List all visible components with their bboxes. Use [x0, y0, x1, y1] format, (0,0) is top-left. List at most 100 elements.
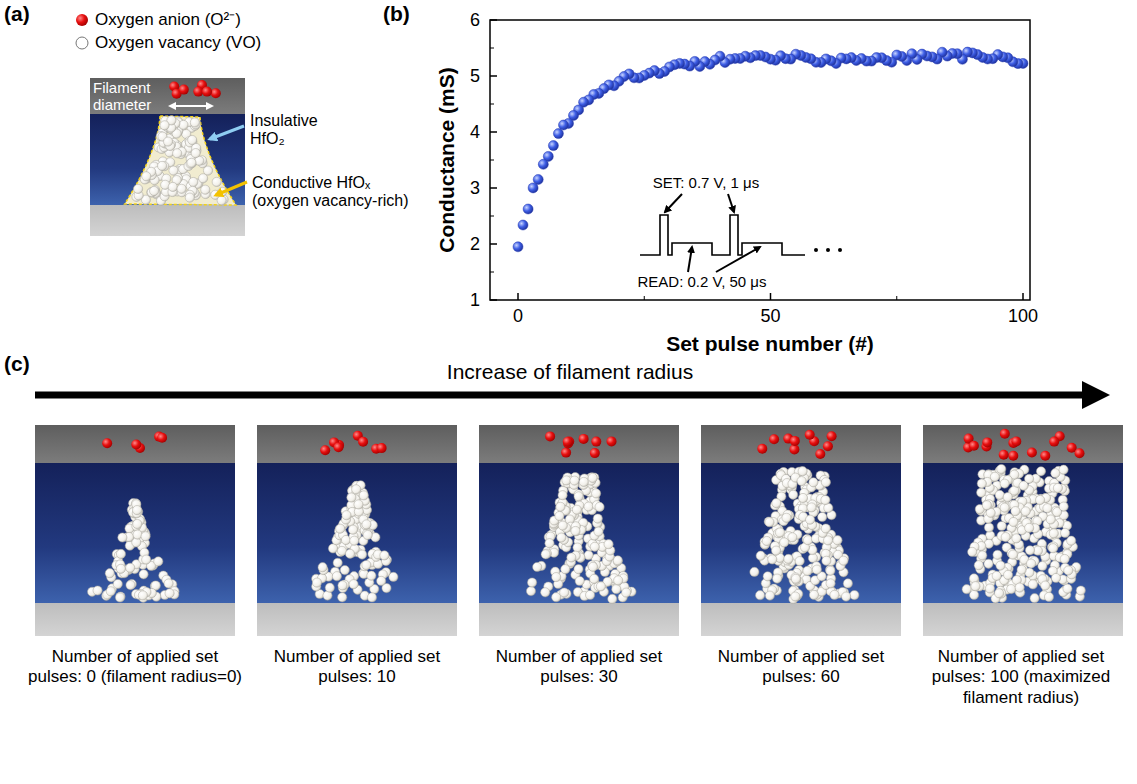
oxygen-vacancy: [570, 476, 579, 485]
oxygen-vacancy: [1051, 573, 1060, 582]
panel-caption: Number of applied set pulses: 100 (maxim…: [909, 647, 1133, 708]
oxygen-vacancy: [1038, 561, 1047, 570]
oxygen-vacancy: [791, 574, 800, 583]
oxygen-vacancy: [165, 589, 174, 598]
oxygen-vacancy: [595, 502, 604, 511]
axis-title: Set pulse number (#): [666, 332, 874, 356]
plot-frame: [490, 20, 1030, 300]
oxygen-vacancy: [795, 557, 804, 566]
oxygen-vacancy: [557, 533, 566, 542]
oxygen-vacancy: [187, 158, 196, 167]
axis-tick-label: 6: [470, 10, 480, 31]
oxygen-vacancy: [765, 591, 774, 600]
oxygen-vacancy: [977, 479, 986, 488]
oxygen-vacancy: [1009, 517, 1018, 526]
oxygen-vacancy: [977, 488, 986, 497]
hfo2-layer: [257, 463, 457, 603]
oxygen-vacancy: [558, 521, 567, 530]
oxygen-vacancy: [833, 536, 842, 545]
oxygen-anion: [823, 441, 833, 451]
oxygen-vacancy: [978, 551, 987, 560]
pointer-arrow: [728, 194, 734, 212]
oxygen-vacancy: [1036, 495, 1045, 504]
device-illustration: [923, 425, 1123, 636]
oxygen-anion: [1049, 437, 1059, 447]
oxygen-vacancy: [590, 574, 599, 583]
axis-title: Conductance (mS): [435, 67, 459, 253]
tick: [517, 293, 519, 300]
filament: [88, 432, 180, 603]
oxygen-vacancy: [349, 580, 358, 589]
oxygen-vacancy: [545, 539, 554, 548]
axis-tick-label: 1: [470, 290, 480, 311]
oxygen-vacancy: [142, 172, 151, 181]
oxygen-vacancy: [850, 591, 859, 600]
oxygen-vacancy: [541, 588, 550, 597]
panel-caption: Number of applied set pulses: 60: [689, 647, 913, 688]
axis-tick-label: 2: [470, 234, 480, 255]
oxygen-vacancy: [1003, 493, 1012, 502]
oxygen-vacancy: [1021, 507, 1030, 516]
oxygen-anion-sample: [76, 14, 88, 26]
ellipsis-dot: [838, 248, 842, 252]
oxygen-vacancy: [377, 576, 386, 585]
leader-arrow: [210, 126, 244, 139]
oxygen-vacancy-sample: [76, 37, 88, 49]
oxygen-vacancy: [560, 588, 569, 597]
oxygen-vacancy: [594, 527, 603, 536]
oxygen-anion: [769, 434, 779, 444]
oxygen-vacancy: [113, 579, 122, 588]
oxygen-vacancy: [1049, 529, 1058, 538]
bottom-electrode: [923, 603, 1123, 636]
oxygen-vacancy: [995, 490, 1004, 499]
oxygen-vacancy: [328, 544, 337, 553]
device-illustration: [701, 425, 901, 636]
oxygen-vacancy: [150, 186, 159, 195]
oxygen-vacancy: [1000, 503, 1009, 512]
oxygen-vacancy: [826, 579, 835, 588]
oxygen-vacancy: [526, 587, 535, 596]
oxygen-anion: [545, 431, 555, 441]
oxygen-vacancy: [177, 184, 186, 193]
oxygen-vacancy: [160, 121, 169, 130]
pointer-arrow: [665, 194, 682, 212]
oxygen-vacancy: [173, 149, 182, 158]
oxygen-anion: [815, 449, 825, 459]
oxygen-vacancy: [992, 571, 1001, 580]
oxygen-anion: [193, 87, 203, 97]
chart: [490, 20, 1030, 300]
hfo2-layer: [479, 463, 679, 603]
oxygen-vacancy: [1025, 546, 1034, 555]
oxygen-vacancy: [168, 182, 177, 191]
tick: [490, 104, 494, 105]
oxygen-vacancy: [354, 500, 363, 509]
oxygen-vacancy: [1000, 479, 1009, 488]
callout-label: Conductive HfOₓ (oxygen vacancy-rich): [252, 174, 422, 211]
oxygen-vacancy: [116, 564, 125, 573]
oxygen-anion: [131, 440, 141, 450]
oxygen-vacancy: [312, 578, 321, 587]
filament-outline: [125, 116, 236, 205]
oxygen-vacancy: [318, 563, 327, 572]
panel-letter: (a): [4, 2, 30, 26]
tick: [490, 272, 494, 273]
oxygen-vacancy: [764, 517, 773, 526]
oxygen-vacancy: [348, 525, 357, 534]
oxygen-vacancy: [363, 530, 372, 539]
pointer-arrow: [688, 247, 692, 272]
oxygen-anion: [563, 437, 573, 447]
oxygen-vacancy: [1019, 481, 1028, 490]
oxygen-anion: [579, 434, 589, 444]
oxygen-vacancy: [822, 556, 831, 565]
oxygen-vacancy: [151, 185, 160, 194]
callout-label: Filament diameter: [93, 79, 167, 114]
oxygen-vacancy: [118, 533, 127, 542]
oxygen-vacancy: [593, 514, 602, 523]
hfo2-layer: [35, 463, 235, 603]
filament-panel: Number of applied set pulses: 60: [701, 425, 901, 636]
oxygen-vacancy: [1076, 586, 1085, 595]
oxygen-vacancy: [756, 591, 765, 600]
oxygen-vacancy: [997, 521, 1006, 530]
data-point: [528, 183, 538, 193]
oxygen-anion: [590, 448, 600, 458]
